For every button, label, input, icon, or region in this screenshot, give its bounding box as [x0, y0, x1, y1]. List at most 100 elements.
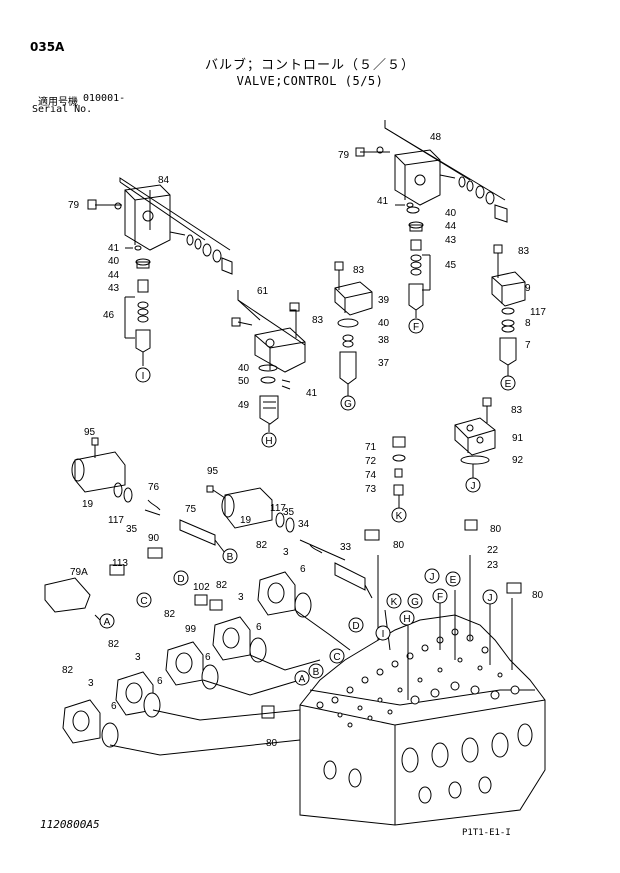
part-number: 82 — [256, 540, 268, 551]
part-number: 74 — [365, 470, 377, 481]
part-number: 3 — [238, 592, 244, 603]
part-number: 50 — [238, 376, 250, 387]
callout-circle: F — [408, 318, 424, 334]
callout-circle: K — [386, 593, 402, 609]
part-number: 117 — [108, 515, 124, 526]
part-number: 43 — [445, 235, 457, 246]
cover-91-assembly — [454, 397, 496, 478]
svg-text:H: H — [265, 436, 272, 447]
callout-circle: E — [500, 375, 516, 391]
callout-circle: J — [482, 589, 498, 605]
svg-text:G: G — [411, 597, 419, 608]
callout-circle: E — [445, 571, 461, 587]
part-number: 44 — [445, 221, 457, 232]
part-number: 82 — [108, 639, 120, 650]
serial-label: Serial No. — [32, 104, 93, 115]
part-number: 22 — [487, 545, 499, 556]
page-title-japanese: バルブ；コントロール（５／５） — [204, 58, 415, 73]
spool-assembly-19-left — [71, 437, 226, 554]
svg-text:K: K — [391, 597, 398, 608]
part-number: 79 — [338, 150, 350, 161]
svg-text:C: C — [140, 596, 147, 607]
svg-text:B: B — [313, 667, 320, 678]
callout-circle: B — [308, 663, 324, 679]
part-number: 76 — [148, 482, 160, 493]
svg-text:J: J — [471, 481, 476, 492]
svg-text:I: I — [382, 629, 385, 640]
callout-circle: I — [375, 625, 391, 641]
part-number: 95 — [84, 427, 96, 438]
svg-text:A: A — [104, 617, 111, 628]
part-number: 83 — [312, 315, 324, 326]
callout-circle: G — [407, 593, 423, 609]
part-number: 83 — [511, 405, 523, 416]
part-number: 40 — [238, 363, 250, 374]
part-number: 40 — [445, 208, 457, 219]
part-number: 49 — [238, 400, 250, 411]
serial-value: 010001- — [83, 93, 126, 104]
svg-text:F: F — [413, 322, 419, 333]
part-number: 102 — [193, 582, 210, 593]
callout-circle: G — [340, 395, 356, 411]
callout-circle: K — [391, 507, 407, 523]
svg-text:E: E — [505, 379, 512, 390]
part-number: 80 — [490, 524, 502, 535]
valve-assembly-48 — [355, 120, 508, 318]
part-number: 19 — [82, 499, 94, 510]
part-number: 83 — [353, 265, 365, 276]
part-number: 6 — [111, 701, 117, 712]
part-number: 82 — [216, 580, 228, 591]
part-number: 90 — [148, 533, 160, 544]
illustration-code: 1120800A5 — [40, 818, 100, 831]
callout-circle: H — [261, 432, 277, 448]
part-number: 79A — [70, 567, 88, 578]
part-number: 39 — [378, 295, 390, 306]
part-number: 37 — [378, 358, 390, 369]
part-number: 46 — [103, 310, 115, 321]
svg-text:J: J — [430, 572, 435, 583]
callout-circle: A — [294, 670, 310, 686]
part-number-labels: 79 84 41 40 44 43 46 61 83 40 50 41 49 4… — [62, 132, 546, 749]
part-number: 33 — [340, 542, 352, 553]
part-number: 6 — [205, 652, 211, 663]
callout-circle: H — [399, 610, 415, 626]
valve-body-block — [299, 614, 546, 826]
callout-circle: A — [99, 613, 115, 629]
part-number: 40 — [108, 256, 120, 267]
part-number: 40 — [378, 318, 390, 329]
part-number: 99 — [185, 624, 197, 635]
svg-text:B: B — [227, 552, 234, 563]
part-number: 41 — [306, 388, 318, 399]
part-number: 6 — [256, 622, 262, 633]
valve-assembly-84 — [87, 177, 233, 366]
part-number: 92 — [512, 455, 524, 466]
part-number: 35 — [126, 524, 138, 535]
part-number: 80 — [532, 590, 544, 601]
part-number: 35 — [283, 507, 295, 518]
svg-text:G: G — [344, 399, 352, 410]
callout-circle: D — [348, 617, 364, 633]
part-number: 117 — [530, 307, 546, 318]
callout-circle: C — [136, 592, 152, 608]
part-number: 3 — [283, 547, 289, 558]
callout-circle: J — [424, 568, 440, 584]
part-number: 45 — [445, 260, 457, 271]
callout-circle: I — [135, 367, 151, 383]
part-number: 34 — [298, 519, 310, 530]
callout-circle: J — [465, 477, 481, 493]
part-number: 61 — [257, 286, 269, 297]
part-number: 80 — [393, 540, 405, 551]
serial-label-japanese: 適用号機 — [38, 97, 78, 108]
svg-text:J: J — [488, 593, 493, 604]
part-number: 8 — [525, 318, 531, 329]
part-number: 38 — [378, 335, 390, 346]
cover-9-assembly — [491, 244, 526, 376]
part-number: 95 — [207, 466, 219, 477]
part-number: 9 — [525, 283, 531, 294]
svg-text:I: I — [142, 371, 145, 382]
part-number: 79 — [68, 200, 80, 211]
part-number: 41 — [377, 196, 389, 207]
sheet-code: P1T1-E1-I — [462, 828, 511, 838]
part-number: 41 — [108, 243, 120, 254]
svg-text:D: D — [177, 574, 184, 585]
